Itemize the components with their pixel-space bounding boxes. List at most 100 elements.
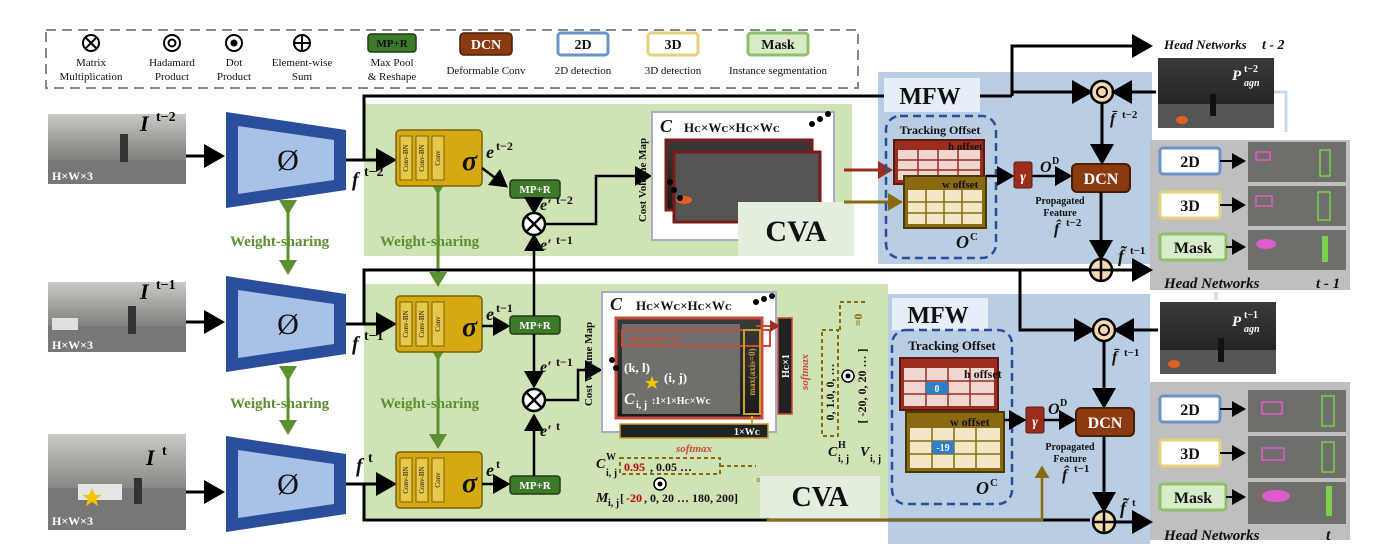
matrix-mult-bottom — [521, 387, 547, 413]
legend-label: Dot — [226, 57, 243, 69]
mpr-label: MP+R — [519, 480, 551, 492]
legend-label: Sum — [292, 71, 313, 83]
feature-label: Feature — [1043, 208, 1077, 219]
backbone-t-2: Ø — [226, 112, 346, 208]
softmax-vertical: softmax — [799, 353, 811, 391]
embedding-sup: t−2 — [556, 193, 573, 207]
head-2d-t-1: 2D — [1158, 146, 1222, 176]
backbone-symbol: Ø — [277, 144, 299, 177]
weight-sharing-label: Weight-sharing — [230, 396, 330, 412]
cost-volume-C: C — [660, 116, 673, 136]
ch-values: 0, 1.0, 0, … — [823, 364, 837, 421]
legend-box-label: 3D — [664, 38, 681, 53]
result-3d-t — [1248, 436, 1346, 478]
m-label: M — [595, 491, 609, 506]
mpr-box-t-2: MP+R — [509, 179, 561, 199]
conv-layer: Conv-BN — [418, 310, 426, 337]
w-offset-grid-top: w offset — [903, 175, 987, 229]
head-networks-t-time: t — [1326, 527, 1331, 544]
h-offset-grid-bottom: 0 h offset — [899, 357, 1002, 411]
head-box-label: 3D — [1180, 446, 1200, 463]
oc-sup: C — [990, 477, 998, 489]
v-values: [ -20, 0, 20 … ] — [855, 349, 869, 424]
gamma: γ — [1032, 415, 1038, 430]
input-image-t: I t H×W×3 — [48, 434, 186, 530]
p-agn-label: P — [1232, 68, 1242, 84]
input-image-t-1: I t−1 H×W×3 — [48, 278, 186, 352]
feature-sup: t — [368, 451, 373, 466]
ftilde-sup: t — [1132, 497, 1136, 509]
ij-label: (i, j) — [664, 370, 687, 385]
legend-box-label: DCN — [471, 38, 501, 53]
legend: Matrix Multiplication Hadamard Product D… — [45, 29, 859, 89]
gamma-box-bottom: γ — [1025, 406, 1045, 434]
elementwise-sum-bottom — [1091, 509, 1117, 535]
result-mask-t-1 — [1248, 230, 1346, 270]
head-mask-t-1: Mask — [1158, 232, 1228, 262]
embedding-sup: t — [556, 419, 560, 433]
conv-layer: Conv-BN — [402, 310, 410, 337]
tracking-offset-label: Tracking Offset — [900, 123, 981, 137]
embedding-block-t-1: Conv-BN Conv-BN Conv σ — [395, 295, 483, 353]
legend-label: Hadamard — [149, 57, 195, 69]
tracking-offset-group-top — [884, 114, 998, 260]
fhat-t-1: f̂ — [1062, 465, 1070, 484]
embedding-e-t-1: e — [486, 304, 494, 324]
ch-sub: i, j — [838, 454, 849, 465]
feature-sup: t−1 — [364, 329, 384, 344]
legend-label: Element-wise — [272, 57, 333, 69]
cw-sub: i, j — [606, 468, 617, 479]
wc-bar — [619, 423, 769, 439]
weight-sharing-label: Weight-sharing — [230, 234, 330, 250]
embedding-sup: t−1 — [496, 301, 513, 315]
hc-bar-label: Hᴄ×1 — [781, 354, 792, 378]
conv-layer: Conv — [434, 316, 442, 332]
cij-dims: :1×1×Hᴄ×Wᴄ — [652, 396, 711, 407]
legend-label: Product — [155, 71, 189, 83]
embedding-eprime-t-1b: e′ — [540, 359, 552, 376]
cva-title-bottom: CVA — [791, 482, 849, 513]
embedding-sup: t−2 — [496, 139, 513, 153]
dot-product-h — [841, 369, 855, 383]
v-label: V — [860, 445, 871, 460]
legend-matrix-multiplication: Matrix Multiplication — [60, 34, 123, 83]
cost-volume-C: C — [610, 294, 623, 314]
head-3d-t-1: 3D — [1158, 190, 1222, 220]
input-image-t-2: I t−2 H×W×3 — [48, 110, 186, 184]
h-offset-label: h offset — [948, 141, 983, 153]
conv-layer: Conv-BN — [418, 466, 426, 493]
m-values: , 0, 20 … 180, 200] — [644, 491, 738, 505]
mfw-title-top: MFW — [899, 84, 960, 110]
p-agn-image-t-2: P agn t−2 — [1158, 58, 1274, 128]
feature-f-t: f — [356, 455, 365, 477]
head-networks-t-1-time: t - 1 — [1316, 276, 1340, 292]
feature-f-t-1: f — [352, 333, 361, 355]
m-sub: i, j — [608, 498, 619, 509]
legend-label: Deformable Conv — [446, 65, 526, 77]
embedding-eprime-t-2: e′ — [540, 197, 552, 214]
h-offset-value: 0 — [935, 384, 940, 395]
dcn-box-top: DCN — [1071, 163, 1131, 193]
head-networks-t-2-time: t - 2 — [1262, 38, 1285, 53]
cost-volume-label: Cost Volume Map — [583, 322, 595, 406]
w-offset-label: w offset — [942, 179, 979, 191]
mpr-label: MP+R — [519, 320, 551, 332]
cva-label-box-bottom — [760, 476, 880, 518]
legend-box-label: Mask — [761, 38, 795, 53]
oc-label: O — [976, 478, 989, 498]
gamma-box-top: γ — [1013, 161, 1033, 189]
cva-title-top: CVA — [765, 215, 826, 248]
hadamard-bottom — [1091, 317, 1117, 343]
v-sub: i, j — [870, 454, 881, 465]
legend-label: & Reshape — [368, 71, 417, 83]
p-agn-sup: t−2 — [1244, 64, 1258, 75]
head-box-label: 2D — [1180, 402, 1200, 419]
softmax-horizontal: softmax — [675, 443, 713, 455]
weight-sharing-label: Weight-sharing — [380, 396, 480, 412]
w-offset-value: -19 — [936, 443, 949, 454]
cost-volume-bottom: Cost Volume Map max(axis=1) max(axis=0) … — [583, 291, 777, 433]
p-agn-image-t-1: P agn t−1 — [1160, 302, 1276, 374]
fhat-sup: t−2 — [1066, 217, 1082, 229]
elementwise-sum-top — [1088, 257, 1114, 283]
